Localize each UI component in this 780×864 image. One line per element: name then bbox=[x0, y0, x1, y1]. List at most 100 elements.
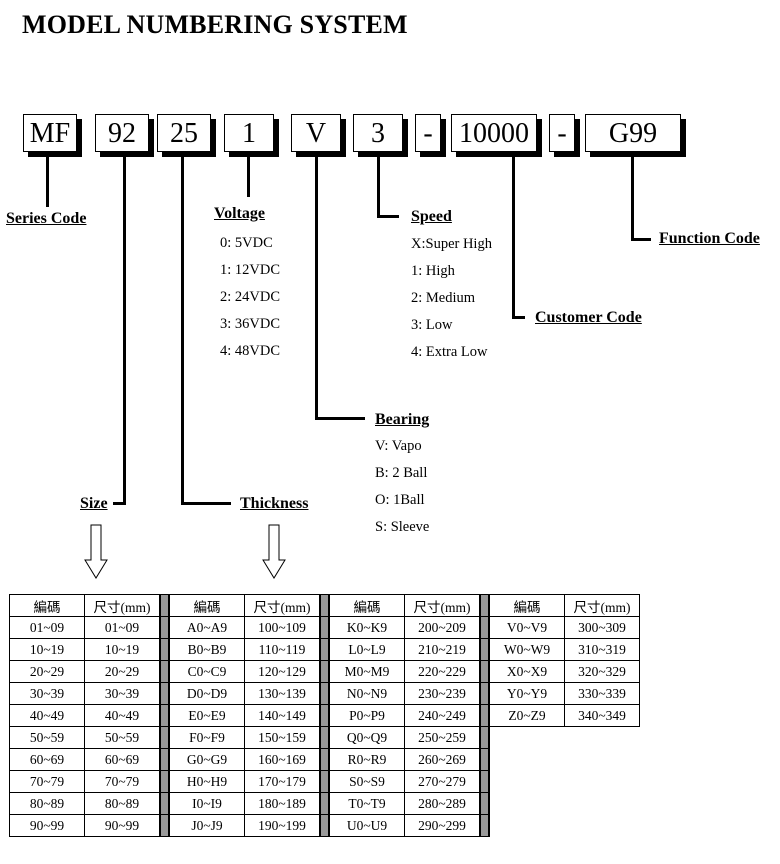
empty-cell bbox=[489, 793, 565, 815]
code-box-size: 92 bbox=[95, 114, 149, 152]
header-code: 編碼 bbox=[9, 594, 85, 617]
label-size: Size bbox=[80, 495, 108, 512]
cell-size: 01~09 bbox=[84, 616, 161, 639]
code-box-bearing: V bbox=[291, 114, 341, 152]
label-customer-code: Customer Code bbox=[535, 309, 642, 326]
cell-size: 190~199 bbox=[244, 814, 321, 837]
empty-cell bbox=[565, 815, 640, 837]
label-series-code: Series Code bbox=[6, 210, 87, 227]
label-bearing: Bearing bbox=[375, 411, 430, 428]
cell-code: 50~59 bbox=[9, 726, 85, 749]
column-separator bbox=[319, 792, 330, 815]
header-size: 尺寸(mm) bbox=[404, 594, 481, 617]
cell-code: 10~19 bbox=[9, 638, 85, 661]
cell-code: 60~69 bbox=[9, 748, 85, 771]
cell-code: 80~89 bbox=[9, 792, 85, 815]
column-separator bbox=[319, 682, 330, 705]
connector-series bbox=[46, 157, 49, 207]
cell-size: 320~329 bbox=[564, 660, 640, 683]
label-voltage: Voltage bbox=[214, 205, 265, 222]
header-code: 編碼 bbox=[168, 594, 245, 617]
code-box-speed: 3 bbox=[353, 114, 403, 152]
cell-code: R0~R9 bbox=[328, 748, 405, 771]
bearing-option: B: 2 Ball bbox=[375, 465, 428, 481]
empty-cell bbox=[565, 793, 640, 815]
cell-size: 210~219 bbox=[404, 638, 481, 661]
cell-code: 40~49 bbox=[9, 704, 85, 727]
cell-size: 340~349 bbox=[564, 704, 640, 727]
connector-function bbox=[631, 157, 634, 241]
cell-code: F0~F9 bbox=[168, 726, 245, 749]
cell-code: 20~29 bbox=[9, 660, 85, 683]
voltage-option: 4: 48VDC bbox=[220, 343, 281, 359]
cell-size: 270~279 bbox=[404, 770, 481, 793]
cell-code: U0~U9 bbox=[328, 814, 405, 837]
connector-size-h bbox=[113, 502, 126, 505]
voltage-option: 1: 12VDC bbox=[220, 262, 281, 278]
column-separator bbox=[479, 726, 490, 749]
column-separator bbox=[159, 770, 170, 793]
cell-code: M0~M9 bbox=[328, 660, 405, 683]
connector-thickness bbox=[181, 157, 184, 505]
cell-size: 40~49 bbox=[84, 704, 161, 727]
cell-size: 280~289 bbox=[404, 792, 481, 815]
header-size: 尺寸(mm) bbox=[564, 594, 640, 617]
cell-size: 130~139 bbox=[244, 682, 321, 705]
header-size: 尺寸(mm) bbox=[244, 594, 321, 617]
table-header-row: 編碼尺寸(mm)編碼尺寸(mm)編碼尺寸(mm)編碼尺寸(mm) bbox=[9, 594, 640, 617]
cell-size: 180~189 bbox=[244, 792, 321, 815]
cell-size: 20~29 bbox=[84, 660, 161, 683]
connector-speed-h bbox=[377, 215, 399, 218]
cell-code: 30~39 bbox=[9, 682, 85, 705]
column-separator bbox=[479, 704, 490, 727]
voltage-option: 3: 36VDC bbox=[220, 316, 281, 332]
column-separator bbox=[479, 748, 490, 771]
cell-code: Z0~Z9 bbox=[488, 704, 565, 727]
connector-customer-h bbox=[512, 316, 525, 319]
connector-bearing bbox=[315, 157, 318, 420]
cell-size: 80~89 bbox=[84, 792, 161, 815]
cell-code: A0~A9 bbox=[168, 616, 245, 639]
column-separator bbox=[319, 726, 330, 749]
bearing-option: S: Sleeve bbox=[375, 519, 430, 535]
column-separator bbox=[159, 682, 170, 705]
down-arrow-icon bbox=[262, 524, 286, 579]
code-box-dash-2: - bbox=[549, 114, 575, 152]
cell-code: X0~X9 bbox=[488, 660, 565, 683]
cell-size: 150~159 bbox=[244, 726, 321, 749]
column-separator bbox=[159, 638, 170, 661]
cell-size: 290~299 bbox=[404, 814, 481, 837]
column-separator bbox=[319, 770, 330, 793]
column-separator bbox=[479, 770, 490, 793]
column-separator bbox=[319, 594, 330, 617]
cell-size: 200~209 bbox=[404, 616, 481, 639]
voltage-option: 2: 24VDC bbox=[220, 289, 281, 305]
column-separator bbox=[159, 792, 170, 815]
cell-size: 140~149 bbox=[244, 704, 321, 727]
column-separator bbox=[159, 616, 170, 639]
cell-code: B0~B9 bbox=[168, 638, 245, 661]
cell-size: 310~319 bbox=[564, 638, 640, 661]
code-box-dash-1: - bbox=[415, 114, 441, 152]
label-thickness: Thickness bbox=[240, 495, 309, 512]
cell-size: 120~129 bbox=[244, 660, 321, 683]
code-box-thickness: 25 bbox=[157, 114, 211, 152]
empty-cell bbox=[489, 727, 565, 749]
cell-size: 160~169 bbox=[244, 748, 321, 771]
connector-voltage bbox=[247, 157, 250, 197]
column-separator bbox=[159, 748, 170, 771]
column-separator bbox=[479, 814, 490, 837]
empty-cell bbox=[565, 727, 640, 749]
column-separator bbox=[479, 638, 490, 661]
speed-option: 3: Low bbox=[411, 317, 453, 333]
speed-option: 2: Medium bbox=[411, 290, 476, 306]
empty-cell bbox=[565, 749, 640, 771]
cell-code: D0~D9 bbox=[168, 682, 245, 705]
column-separator bbox=[479, 594, 490, 617]
bearing-option: V: Vapo bbox=[375, 438, 422, 454]
cell-code: J0~J9 bbox=[168, 814, 245, 837]
column-separator bbox=[319, 814, 330, 837]
